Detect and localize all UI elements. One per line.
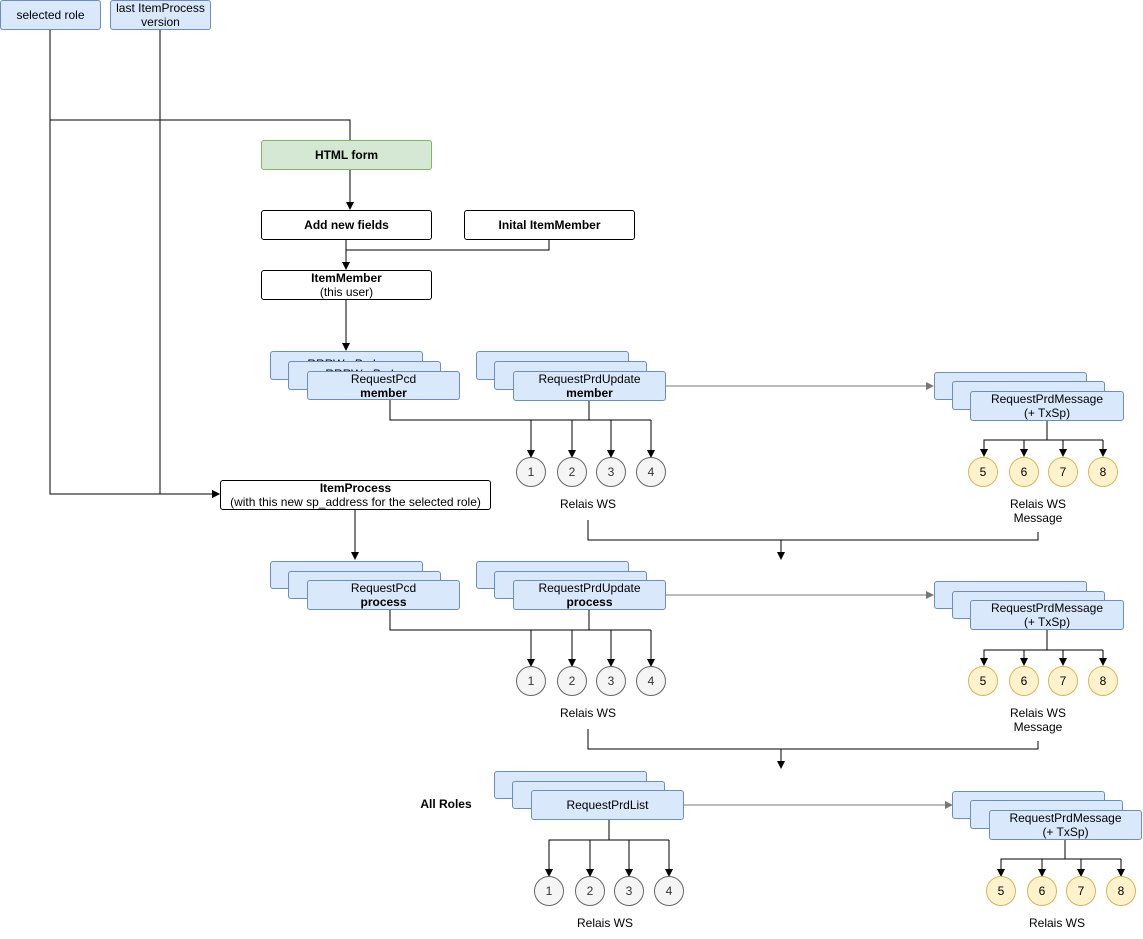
itemprocess-title: ItemProcess xyxy=(319,481,392,495)
itemprocess-subtitle: (with this new sp_address for the select… xyxy=(230,495,481,509)
member-request-pcd-node: RequestPcd member xyxy=(307,371,460,400)
member-relais-node-3: 3 xyxy=(596,457,626,487)
selected-role-node: selected role xyxy=(0,0,101,30)
member-update-subtitle: member xyxy=(566,386,613,400)
member-relais-node-4: 4 xyxy=(636,457,666,487)
last-itemprocess-version-label: last ItemProcess version xyxy=(116,1,205,29)
process-pcd-title: RequestPcd xyxy=(350,581,417,595)
process-message-node-5: 5 xyxy=(968,666,998,696)
process-request-prd-message-node: RequestPrdMessage (+ TxSp) xyxy=(970,600,1124,630)
member-message-node-6: 6 xyxy=(1009,457,1039,487)
selected-role-label: selected role xyxy=(16,8,85,22)
connector-member-pcd-bus xyxy=(389,400,651,421)
member-message-relais-label: Relais WS Message xyxy=(988,497,1088,525)
connector-initial-to-member xyxy=(346,240,550,251)
member-message-subtitle: (+ TxSp) xyxy=(1023,406,1071,420)
connector-member-message-bus xyxy=(980,421,1048,457)
all-roles-message-node-5: 5 xyxy=(986,876,1016,906)
member-update-title: RequestPrdUpdate xyxy=(538,372,641,386)
process-message-node-6: 6 xyxy=(1009,666,1039,696)
process-relais-node-3: 3 xyxy=(596,666,626,696)
process-request-pcd-node: RequestPcd process xyxy=(307,580,460,610)
all-roles-relais-label: Relais WS xyxy=(576,916,633,930)
all-roles-request-prd-message-node: RequestPrdMessage (+ TxSp) xyxy=(989,810,1142,840)
connector-role-to-itemprocess xyxy=(49,120,220,498)
member-request-prd-update-node: RequestPrdUpdate member xyxy=(513,371,666,401)
process-relais-node-1: 1 xyxy=(516,666,546,696)
member-request-prd-message-node: RequestPrdMessage (+ TxSp) xyxy=(970,391,1124,421)
member-pcd-subtitle: member xyxy=(360,385,407,400)
member-relais-node-1: 1 xyxy=(516,457,546,487)
process-message-relais-label: Relais WS Message xyxy=(988,706,1088,734)
process-update-subtitle: process xyxy=(566,595,613,609)
all-roles-relais-node-4: 4 xyxy=(654,876,684,906)
all-roles-message-node-7: 7 xyxy=(1066,876,1096,906)
initial-itemmember-label: Inital ItemMember xyxy=(498,218,601,232)
all-roles-message-subtitle: (+ TxSp) xyxy=(1042,825,1089,839)
request-prd-list-node: RequestPrdList xyxy=(531,790,684,820)
connector-version-to-itemprocess xyxy=(159,30,220,498)
process-message-node-8: 8 xyxy=(1088,666,1118,696)
member-pcd-title: RequestPcd xyxy=(350,371,417,386)
all-roles-relais-node-2: 2 xyxy=(575,876,605,906)
member-message-node-7: 7 xyxy=(1048,457,1078,487)
process-relais-node-2: 2 xyxy=(557,666,587,696)
process-pcd-subtitle: process xyxy=(360,595,407,609)
request-prd-list-title: RequestPrdList xyxy=(566,798,649,812)
member-message-relais-line2: Message xyxy=(1013,511,1063,525)
process-update-title: RequestPrdUpdate xyxy=(538,581,641,595)
html-form-node: HTML form xyxy=(261,140,432,170)
itemmember-title: ItemMember xyxy=(311,271,382,285)
add-new-fields-label: Add new fields xyxy=(304,218,389,232)
all-roles-message-node-6: 6 xyxy=(1027,876,1057,906)
process-message-node-7: 7 xyxy=(1048,666,1078,696)
html-form-label: HTML form xyxy=(314,148,379,162)
all-roles-message-title: RequestPrdMessage xyxy=(1009,811,1122,825)
process-relais-node-4: 4 xyxy=(636,666,666,696)
all-roles-message-node-8: 8 xyxy=(1106,876,1136,906)
itemmember-node: ItemMember (this user) xyxy=(261,270,432,300)
itemmember-subtitle: (this user) xyxy=(319,285,374,299)
member-message-node-5: 5 xyxy=(968,457,998,487)
all-roles-relais-node-1: 1 xyxy=(534,876,564,906)
member-message-node-8: 8 xyxy=(1088,457,1118,487)
all-roles-relais-node-3: 3 xyxy=(614,876,644,906)
all-roles-label: All Roles xyxy=(420,797,472,811)
member-message-relais-line1: Relais WS xyxy=(1009,497,1066,511)
process-message-relais-line1: Relais WS xyxy=(1009,706,1066,720)
member-relais-node-2: 2 xyxy=(557,457,587,487)
process-relais-label: Relais WS xyxy=(559,706,616,720)
itemprocess-node: ItemProcess (with this new sp_address fo… xyxy=(220,480,491,510)
process-request-prd-update-node: RequestPrdUpdate process xyxy=(513,580,666,610)
process-message-subtitle: (+ TxSp) xyxy=(1023,615,1071,629)
member-message-title: RequestPrdMessage xyxy=(990,392,1104,406)
member-relais-label: Relais WS xyxy=(559,497,616,511)
all-roles-message-relais-label: Relais WS xyxy=(1028,916,1085,930)
connector-role-to-form xyxy=(49,30,351,140)
process-message-relais-line2: Message xyxy=(1013,720,1063,734)
connector-process-pcd-bus xyxy=(389,610,651,631)
initial-itemmember-node: Inital ItemMember xyxy=(464,210,635,240)
process-message-title: RequestPrdMessage xyxy=(990,601,1104,615)
last-itemprocess-version-node: last ItemProcess version xyxy=(110,0,211,30)
add-new-fields-node: Add new fields xyxy=(261,210,432,240)
